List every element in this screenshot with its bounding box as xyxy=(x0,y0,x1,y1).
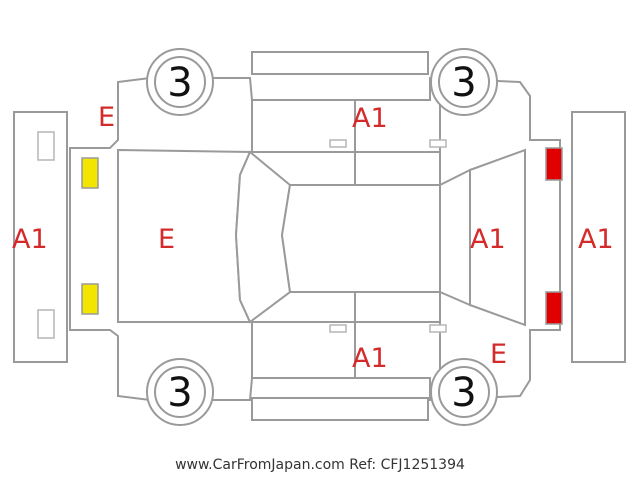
lower-door-code: A1 xyxy=(352,343,388,374)
rear-bumper xyxy=(571,111,626,363)
headlamp-top xyxy=(81,157,99,189)
lower-door-handle-front xyxy=(329,324,347,333)
wheel-rear-bottom: 3 xyxy=(430,358,498,426)
lower-door-line xyxy=(251,292,441,378)
hood-code: E xyxy=(158,224,175,255)
wheel-rear-bottom-label: 3 xyxy=(451,370,476,416)
upper-door-code: A1 xyxy=(352,103,388,134)
headlamp-bottom xyxy=(81,283,99,315)
wheel-front-top-label: 3 xyxy=(167,60,192,106)
rear-hatch-code: A1 xyxy=(470,224,506,255)
taillamp-bottom xyxy=(545,291,563,325)
wheel-front-bottom: 3 xyxy=(146,358,214,426)
rear-window xyxy=(439,168,471,307)
upper-door-line xyxy=(251,100,441,185)
wheel-rear-top-label: 3 xyxy=(451,60,476,106)
front-left-fender-code: E xyxy=(98,102,115,133)
taillamp-top xyxy=(545,147,563,181)
upper-door-handle-front xyxy=(329,139,347,148)
wheel-front-bottom-label: 3 xyxy=(167,370,192,416)
upper-door-handle-rear xyxy=(429,139,447,148)
front-bumper xyxy=(13,111,68,363)
wheel-front-top: 3 xyxy=(146,48,214,116)
lower-door-handle-rear xyxy=(429,324,447,333)
upper-side-skirt xyxy=(251,51,429,75)
roof-panel xyxy=(280,184,441,293)
rear-hatch xyxy=(469,148,526,327)
wheel-rear-top: 3 xyxy=(430,48,498,116)
footer-reference: www.CarFromJapan.com Ref: CFJ1251394 xyxy=(175,457,465,473)
lower-side-skirt xyxy=(251,397,429,421)
front-bumper-vent-bottom xyxy=(37,309,55,339)
rear-right-fender-code: E xyxy=(490,339,507,370)
rear-bumper-code: A1 xyxy=(578,224,614,255)
front-bumper-code: A1 xyxy=(12,224,48,255)
front-bumper-vent-top xyxy=(37,131,55,161)
